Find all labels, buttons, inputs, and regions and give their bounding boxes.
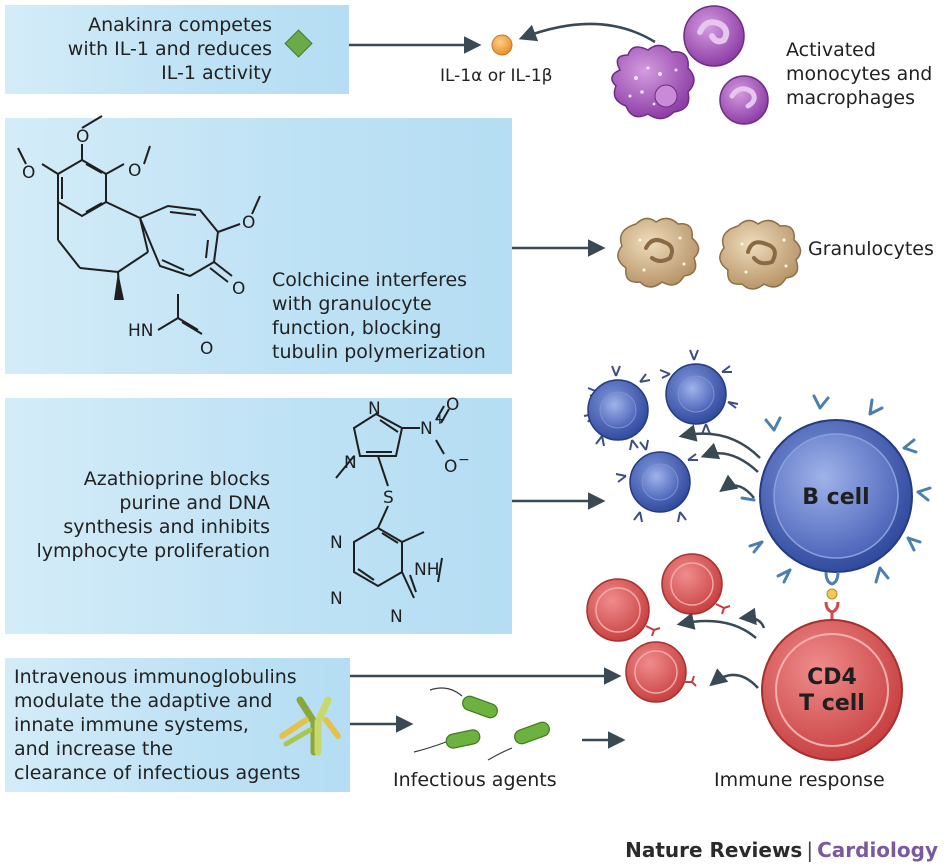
monocytes-label: Activated monocytes and macrophages xyxy=(786,39,933,109)
b-cell-label: B cell xyxy=(802,485,869,510)
colchicine-panel xyxy=(5,118,512,374)
t-cell-arrow-3 xyxy=(709,668,759,689)
atom-o-4: O xyxy=(242,213,255,233)
azathioprine-structure xyxy=(335,405,450,599)
b-cell-arrow-3 xyxy=(719,474,755,499)
anakinra-text: Anakinra competes with IL-1 and reduces … xyxy=(67,14,272,84)
b-cell-small-icon-3 xyxy=(615,439,698,523)
footer-separator: | xyxy=(806,838,814,862)
b-cell-arrow-2 xyxy=(700,442,759,473)
monocyte-small-icon xyxy=(719,75,769,125)
aza-atom-nh: NH xyxy=(414,560,440,580)
wedge-bond xyxy=(114,272,124,300)
b-cell-arrow-1 xyxy=(678,424,761,459)
azathioprine-text: Azathioprine blocks purine and DNA synth… xyxy=(36,468,271,562)
granulocyte-icon-2 xyxy=(719,219,802,290)
t-cell-small-icon-2 xyxy=(661,553,731,615)
macrophage-icon xyxy=(611,44,695,120)
t-cell-small-icon-3 xyxy=(625,641,697,703)
aza-atom-minus: − xyxy=(458,452,470,468)
b-cell-icon: B cell xyxy=(740,394,932,584)
granulocyte-icon xyxy=(617,217,700,288)
t-cell-small-icon-1 xyxy=(586,578,661,642)
atom-hn: HN xyxy=(128,321,154,341)
monocyte-icon xyxy=(683,5,745,67)
cd4-label: CD4 xyxy=(807,665,857,690)
atom-o-6: O xyxy=(200,339,213,359)
aza-atom-n-6: N xyxy=(390,607,403,627)
aza-atom-n-4: N xyxy=(330,533,343,553)
monocyte-arrow xyxy=(518,22,656,44)
t-cell-arrow-2 xyxy=(738,607,766,629)
immune-response-label: Immune response xyxy=(714,769,885,791)
t-cell-label: T cell xyxy=(799,691,865,716)
aza-atom-s: S xyxy=(383,488,394,508)
aza-atom-plus: + xyxy=(434,412,446,428)
aza-atom-n-2: N xyxy=(344,453,357,473)
atom-o-1: O xyxy=(76,127,89,147)
synapse-icon xyxy=(824,571,840,622)
il1-molecule-icon xyxy=(491,34,513,56)
colchicine-text: Colchicine interferes with granulocyte f… xyxy=(272,269,486,363)
il1-label: IL-1α or IL-1β xyxy=(440,66,553,86)
ivig-text: Intravenous immunoglobulins modulate the… xyxy=(14,666,301,784)
bacterium-icon-3 xyxy=(487,721,550,761)
infectious-agents-label: Infectious agents xyxy=(393,769,557,791)
b-cell-small-icon-2 xyxy=(659,349,739,435)
bacterium-icon-1 xyxy=(429,687,498,719)
bacterium-icon-2 xyxy=(413,729,481,753)
ivig-panel xyxy=(5,658,350,792)
aza-atom-n-5: N xyxy=(330,589,343,609)
cd4-t-cell-icon: CD4 T cell xyxy=(761,619,903,761)
colchicine-structure xyxy=(17,115,261,335)
aza-atom-o-2: O xyxy=(444,457,457,477)
anakinra-diamond-icon xyxy=(284,29,313,58)
antibody-icon xyxy=(279,696,341,756)
b-cell-small-icon-1 xyxy=(583,365,651,451)
aza-atom-n-1: N xyxy=(368,399,381,419)
footer-credit: Nature Reviews|Cardiology xyxy=(625,838,938,862)
footer-journal: Nature Reviews xyxy=(625,838,803,862)
atom-o-3: O xyxy=(22,163,35,183)
azathioprine-panel xyxy=(5,398,512,634)
atom-o-2: O xyxy=(128,161,141,181)
atom-o-5: O xyxy=(232,279,245,299)
footer-section: Cardiology xyxy=(817,838,938,862)
t-cell-arrow-1 xyxy=(676,612,757,639)
aza-atom-n-3: N xyxy=(420,419,433,439)
granulocytes-label: Granulocytes xyxy=(808,238,934,260)
aza-atom-o-1: O xyxy=(446,395,459,415)
